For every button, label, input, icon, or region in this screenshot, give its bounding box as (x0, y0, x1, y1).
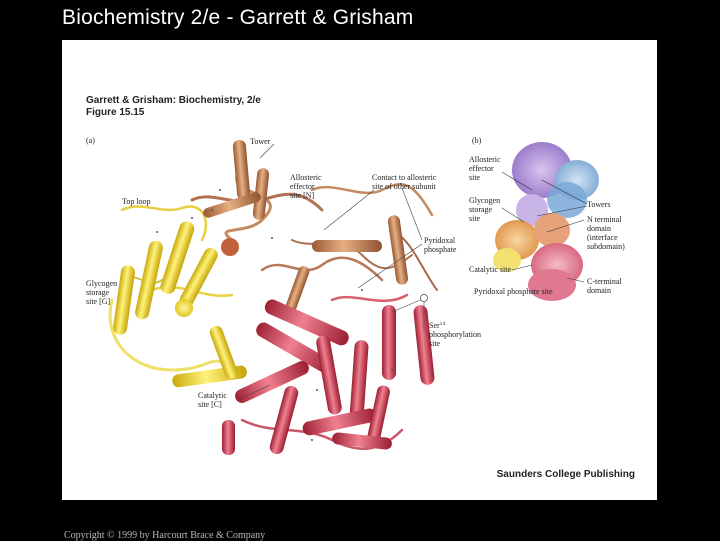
label-tower: Tower (250, 137, 271, 146)
b-label-allosteric-2: effector (469, 164, 494, 173)
b-label-towers: Towers (587, 200, 610, 209)
label-allosteric-3: site [N] (290, 191, 315, 200)
phosphorylase-structure-figure: (a) (86, 136, 625, 455)
figure-heading-line1: Garrett & Grisham: Biochemistry, 2/e (86, 95, 261, 106)
label-ser-2: phosphorylation (429, 330, 481, 339)
b-label-catalytic: Catalytic site (469, 265, 511, 274)
ser14-marker-icon (420, 294, 428, 302)
figure-panel: Garrett & Grisham: Biochemistry, 2/e Fig… (62, 40, 657, 500)
b-label-glycogen-1: Glycogen (469, 196, 500, 205)
b-label-allosteric-3: site (469, 173, 481, 182)
label-catalytic-1: Catalytic (198, 391, 227, 400)
b-label-pyridoxal: Pyridoxal phosphate site (474, 287, 553, 296)
b-label-glycogen-2: storage (469, 205, 493, 214)
coil-loops (108, 148, 438, 450)
label-pyridoxal-1: Pyridoxal (424, 236, 456, 245)
label-catalytic-2: site [C] (198, 400, 222, 409)
label-glycogen-3: site [G] (86, 297, 111, 306)
glycogen-storage-helices (113, 221, 247, 388)
b-label-allosteric-1: Allosteric (469, 155, 501, 164)
b-label-nterm-4: subdomain) (587, 242, 625, 251)
b-label-glycogen-3: site (469, 214, 481, 223)
label-leader-lines (236, 143, 426, 401)
label-ser-3: site (429, 339, 441, 348)
panel-b-tag: (b) (472, 136, 482, 145)
label-allosteric-2: effector (290, 182, 315, 191)
n-terminal-helices (203, 140, 409, 313)
panel-b-surface-model (493, 142, 599, 301)
panel-a-tag: (a) (86, 136, 95, 145)
label-pyridoxal-2: phosphate (424, 245, 457, 254)
figure-heading: Garrett & Grisham: Biochemistry, 2/e Fig… (86, 95, 261, 119)
b-label-nterm-2: domain (587, 224, 611, 233)
publisher-credit: Saunders College Publishing (496, 469, 635, 480)
copyright-notice: Copyright © 1999 by Harcourt Brace & Com… (64, 530, 266, 541)
label-glycogen-2: storage (86, 288, 110, 297)
label-allosteric-1: Allosteric (290, 173, 322, 182)
residue-number-marks (156, 189, 393, 441)
c-terminal-helices (222, 299, 435, 455)
slide-title: Biochemistry 2/e - Garrett & Grisham (62, 6, 414, 29)
label-contact-2: site of other subunit (372, 182, 437, 191)
panel-b-labels: Allosteric effector site Glycogen storag… (469, 155, 625, 296)
figure-heading-line2: Figure 15.15 (86, 107, 145, 118)
label-ser-1: Ser14 (429, 321, 445, 330)
b-label-nterm-3: (interface (587, 233, 618, 242)
label-contact-1: Contact to allosteric (372, 173, 437, 182)
label-top-loop: Top loop (122, 197, 151, 206)
label-glycogen-1: Glycogen (86, 279, 117, 288)
b-label-nterm-1: N terminal (587, 215, 622, 224)
panel-b-leader-lines (501, 171, 588, 283)
panel-a-labels: Tower Top loop Allosteric effector site … (86, 137, 481, 409)
b-label-cterm-1: C-terminal (587, 277, 622, 286)
b-label-cterm-2: domain (587, 286, 611, 295)
